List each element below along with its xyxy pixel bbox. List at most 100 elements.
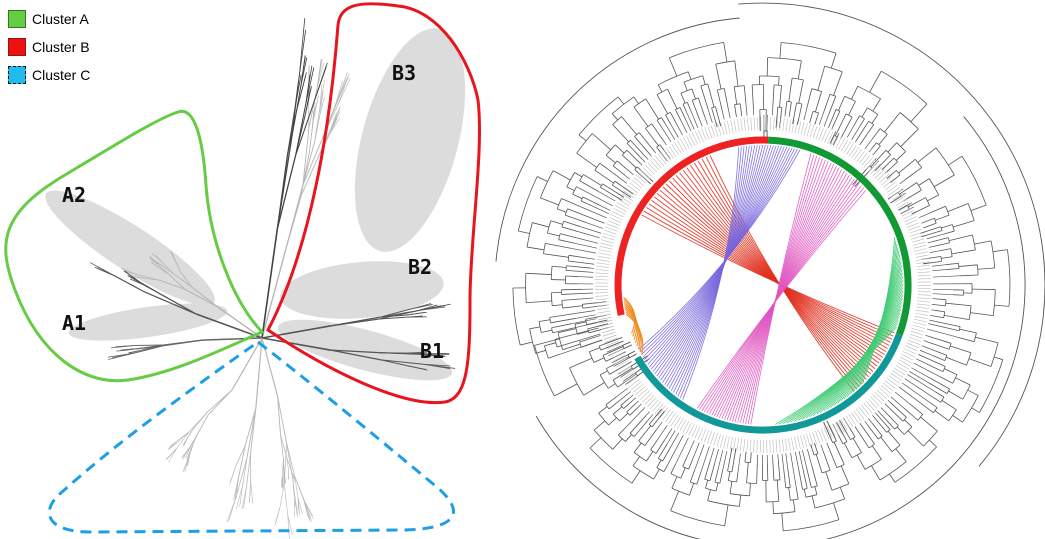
tip-label bbox=[843, 141, 851, 153]
tip-label bbox=[823, 427, 830, 440]
tree-branch bbox=[951, 249, 976, 255]
tree-arc bbox=[805, 494, 817, 498]
tree-branch bbox=[535, 349, 546, 354]
tree-leaf-branch bbox=[814, 443, 816, 447]
tree-leaf-branch bbox=[625, 175, 631, 180]
tree-branch bbox=[605, 396, 617, 406]
tip-label bbox=[610, 349, 623, 356]
tree-branch bbox=[704, 461, 711, 480]
tip-label bbox=[601, 328, 615, 334]
tip-label bbox=[749, 439, 752, 453]
tip-label bbox=[882, 382, 894, 392]
tip-label bbox=[729, 436, 733, 450]
tree-branch bbox=[169, 440, 178, 448]
tree-leaf-branch bbox=[777, 454, 779, 462]
tree-branch bbox=[830, 52, 837, 69]
tree-branch bbox=[860, 124, 875, 144]
tree-branch bbox=[934, 324, 960, 332]
tree-branch bbox=[314, 112, 321, 143]
tip-label bbox=[820, 428, 827, 441]
tree-branch bbox=[707, 83, 715, 108]
tree-leaf-branch bbox=[823, 422, 833, 441]
tip-label bbox=[652, 401, 662, 412]
tree-leaf-branch bbox=[717, 450, 724, 469]
tree-branch bbox=[181, 450, 188, 458]
tree-branch bbox=[536, 176, 548, 182]
tip-label bbox=[907, 339, 921, 345]
tip-label bbox=[770, 117, 772, 131]
tree-leaf-branch bbox=[851, 126, 860, 141]
tree-branch bbox=[739, 103, 743, 117]
tree-arc bbox=[943, 311, 946, 318]
tree-branch bbox=[716, 89, 723, 111]
tip-label bbox=[598, 316, 612, 321]
tree-arc bbox=[670, 510, 725, 527]
tip-label bbox=[910, 330, 924, 336]
tree-leaf-branch bbox=[606, 341, 631, 353]
tree-arc bbox=[940, 396, 945, 403]
tree-arc bbox=[549, 317, 551, 323]
tree-branch bbox=[156, 263, 170, 275]
tree-branch bbox=[689, 483, 695, 496]
tip-label bbox=[595, 301, 609, 304]
tree-arc bbox=[881, 70, 928, 105]
tree-branch bbox=[789, 101, 792, 115]
tree-branch bbox=[729, 481, 733, 494]
tree-leaf-branch bbox=[661, 126, 672, 143]
tree-branch bbox=[316, 59, 322, 88]
tree-branch bbox=[874, 145, 881, 153]
tree-leaf-branch bbox=[628, 170, 634, 176]
tree-arc bbox=[813, 453, 819, 456]
tip-label bbox=[695, 131, 701, 144]
tip-label bbox=[892, 370, 904, 378]
tip-label bbox=[821, 129, 827, 142]
tip-label bbox=[685, 422, 692, 435]
tip-label bbox=[597, 255, 611, 259]
tree-branch bbox=[526, 246, 545, 251]
tree-leaf-branch bbox=[730, 447, 733, 453]
tree-branch bbox=[971, 407, 980, 413]
tree-leaf-branch bbox=[715, 121, 718, 128]
tree-leaf-branch bbox=[932, 288, 954, 291]
tree-branch bbox=[644, 429, 657, 446]
tree-leaf-branch bbox=[667, 435, 684, 465]
tree-branch bbox=[861, 107, 868, 118]
highlight-b2 bbox=[280, 261, 444, 319]
tree-arc bbox=[967, 203, 975, 221]
tree-branch bbox=[294, 475, 305, 501]
tree-branch bbox=[608, 400, 620, 410]
tip-label bbox=[603, 232, 616, 238]
tree-branch bbox=[261, 250, 286, 339]
tree-branch bbox=[904, 419, 913, 428]
tip-label bbox=[778, 439, 781, 453]
tree-leaf-branch bbox=[931, 264, 946, 267]
tree-branch bbox=[806, 88, 813, 110]
tip-label bbox=[608, 346, 621, 353]
tree-leaf-branch bbox=[932, 275, 960, 278]
tree-branch bbox=[329, 118, 338, 135]
tip-label bbox=[610, 214, 623, 221]
tree-branch bbox=[723, 88, 729, 110]
tip-label bbox=[900, 207, 913, 214]
tip-label bbox=[703, 430, 709, 443]
tree-arc bbox=[864, 458, 882, 470]
tip-label bbox=[613, 208, 626, 215]
tree-leaf-branch bbox=[820, 444, 824, 453]
tree-branch bbox=[176, 431, 190, 449]
tree-branch bbox=[671, 476, 678, 489]
tip-label bbox=[621, 368, 633, 377]
tree-branch bbox=[202, 337, 263, 341]
tree-branch bbox=[558, 239, 575, 244]
tree-arc bbox=[785, 486, 791, 489]
tree-branch bbox=[815, 454, 823, 474]
tree-branch bbox=[707, 489, 711, 501]
tree-leaf-branch bbox=[581, 333, 601, 341]
tip-label bbox=[605, 226, 618, 232]
tree-branch bbox=[611, 113, 619, 121]
tree-branch bbox=[927, 341, 950, 350]
tip-label bbox=[730, 120, 734, 133]
subcluster-label-b3: B3 bbox=[392, 61, 416, 85]
tip-label bbox=[909, 228, 922, 234]
tree-branch bbox=[405, 351, 427, 354]
tree-leaf-branch bbox=[707, 108, 713, 123]
